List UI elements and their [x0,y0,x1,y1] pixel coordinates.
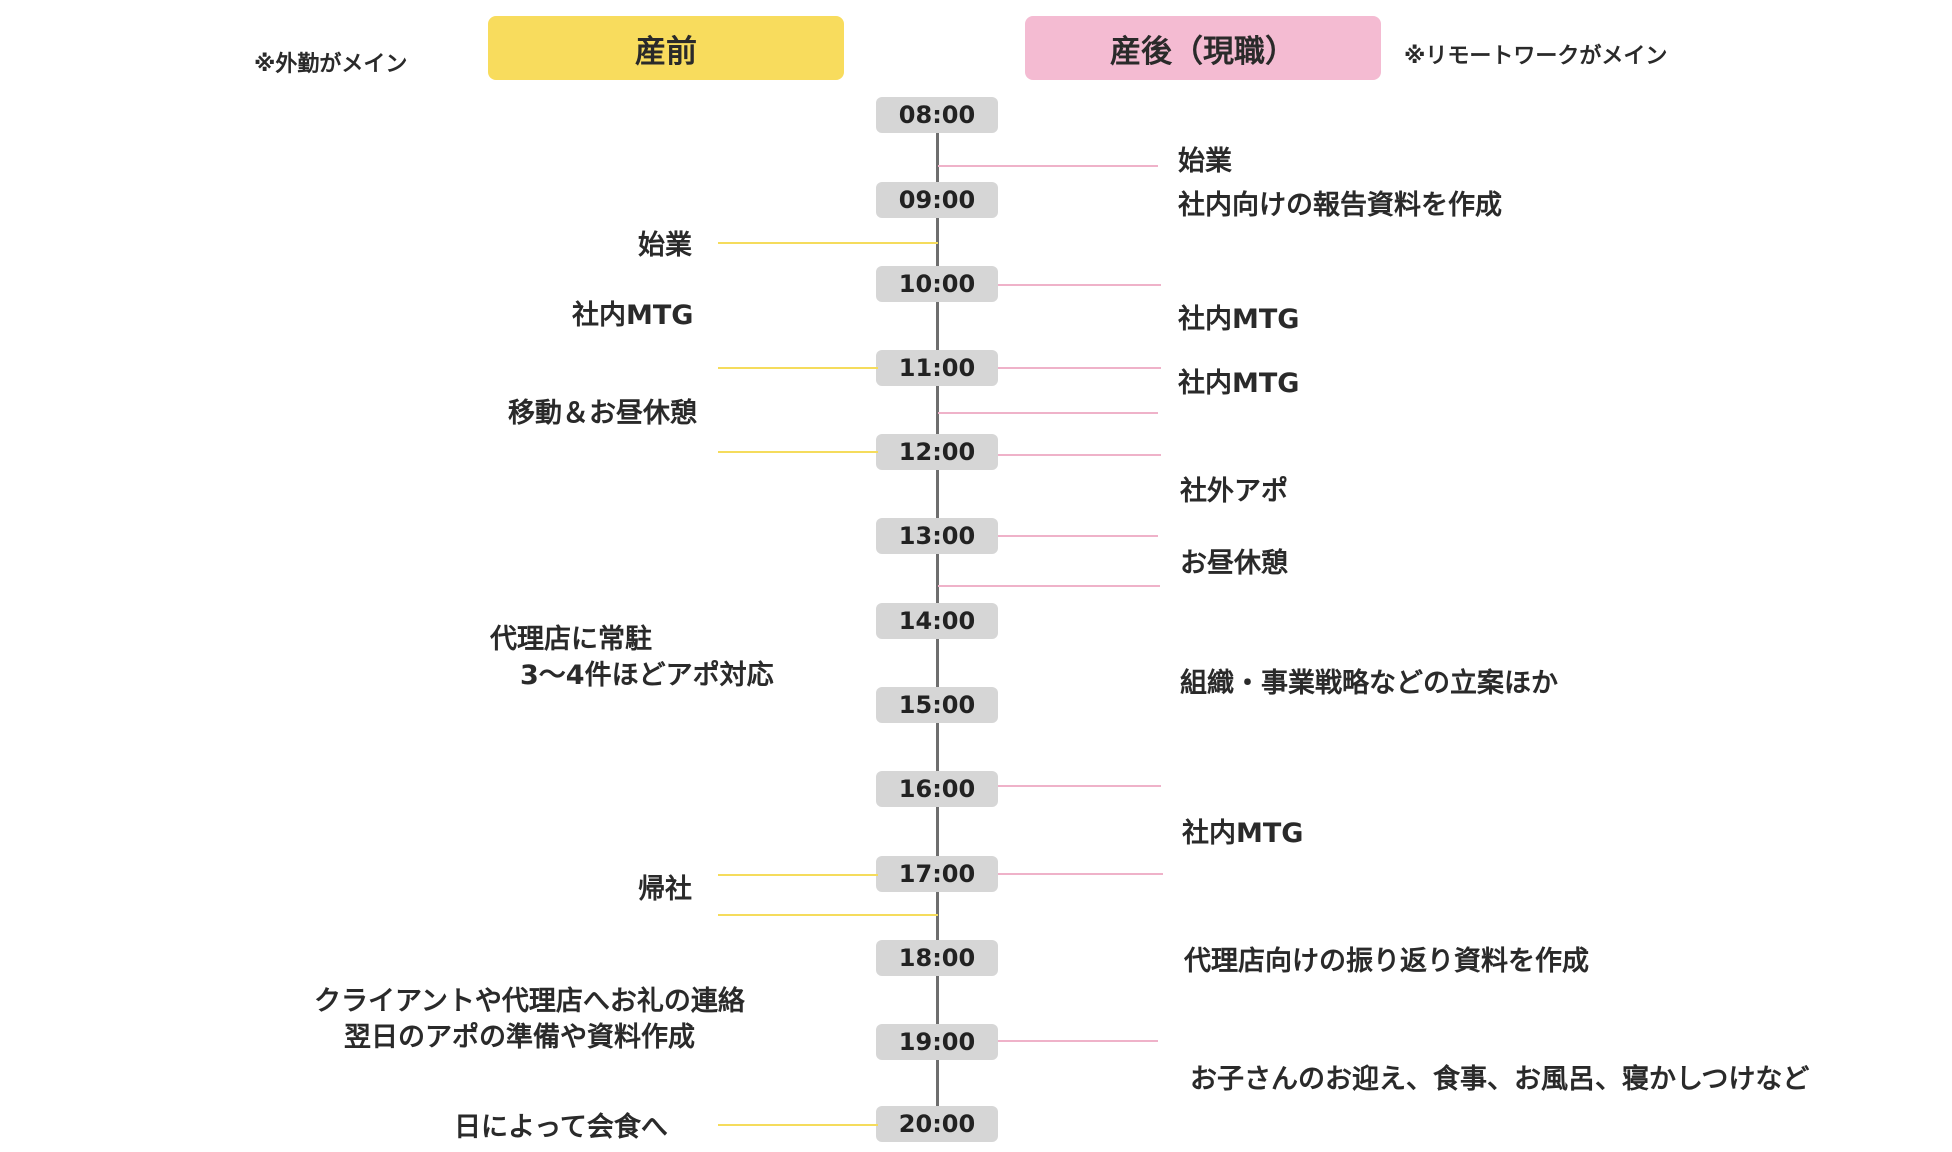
after-review-label: 代理店向けの振り返り資料を作成 [1184,946,1589,977]
time-1100: 11:00 [876,350,998,386]
after-line [998,1040,1158,1042]
after-line [998,535,1158,537]
before-line [718,242,938,244]
after-line [938,585,1160,587]
after-line [938,165,1158,167]
before-header: 産前 [488,16,844,80]
after-header: 産後（現職） [1025,16,1381,80]
before-start-label: 始業 [638,230,692,261]
before-line [718,874,878,876]
time-1800: 18:00 [876,940,998,976]
after-external-label: 社外アポ [1180,476,1288,507]
before-mtg-label: 社内MTG [572,300,694,331]
after-strategy-label: 組織・事業戦略などの立案ほか [1180,668,1558,699]
time-1300: 13:00 [876,518,998,554]
time-1400: 14:00 [876,603,998,639]
after-mtg3-label: 社内MTG [1182,818,1304,849]
time-1000: 10:00 [876,266,998,302]
after-mtg2-label: 社内MTG [1178,368,1300,399]
time-0900: 09:00 [876,182,998,218]
after-line [998,785,1161,787]
before-line [718,914,938,916]
after-line [938,412,1158,414]
before-note: ※外勤がメイン [254,52,408,77]
after-line [998,367,1161,369]
before-lunch-label: 移動＆お昼休憩 [508,398,697,429]
after-line [998,284,1161,286]
time-0800: 08:00 [876,97,998,133]
time-1200: 12:00 [876,434,998,470]
after-note: ※リモートワークがメイン [1404,44,1668,69]
before-return-label: 帰社 [638,874,692,905]
after-family-label: お子さんのお迎え、食事、お風呂、寝かしつけなど [1190,1064,1810,1095]
time-1700: 17:00 [876,856,998,892]
before-contact-label-1: クライアントや代理店へお礼の連絡 [314,986,745,1017]
after-start-label: 始業 [1178,146,1232,177]
after-lunch-label: お昼休憩 [1180,548,1288,579]
time-1500: 15:00 [876,687,998,723]
before-dinner-label: 日によって会食へ [454,1112,668,1143]
time-1600: 16:00 [876,771,998,807]
after-line [998,454,1161,456]
after-line [998,873,1163,875]
before-contact-label-2: 翌日のアポの準備や資料作成 [344,1022,695,1053]
before-line [718,451,878,453]
before-line [718,367,878,369]
after-report-label: 社内向けの報告資料を作成 [1178,190,1502,221]
time-2000: 20:00 [876,1106,998,1142]
time-1900: 19:00 [876,1024,998,1060]
before-agency-label-2: 3〜4件ほどアポ対応 [520,660,774,691]
after-mtg1-label: 社内MTG [1178,304,1300,335]
before-agency-label-1: 代理店に常駐 [490,624,652,655]
before-line [718,1124,878,1126]
